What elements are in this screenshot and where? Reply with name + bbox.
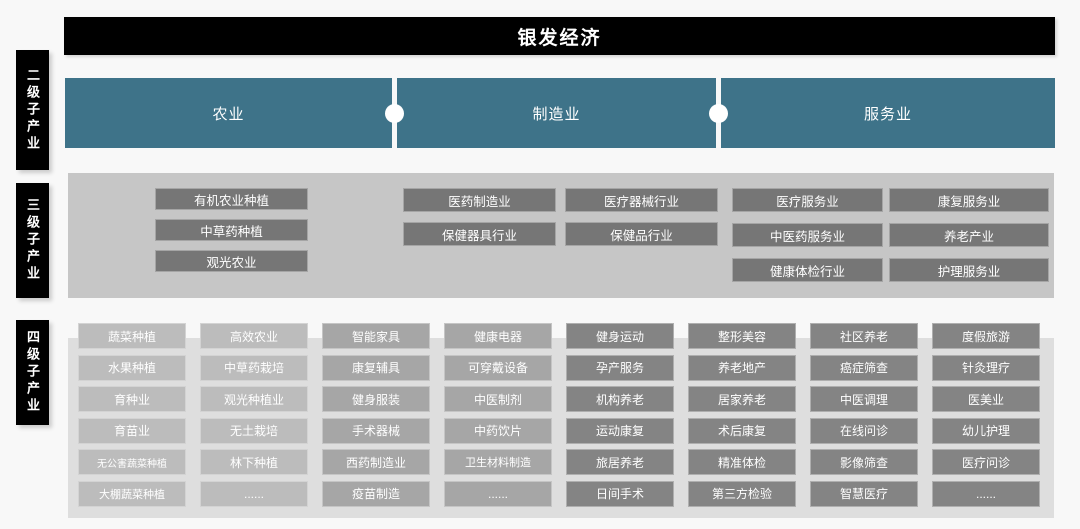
level3-industry-box: 医药制造业 [403,188,556,212]
level3-industry-box: 有机农业种植 [155,188,308,210]
level4-column-services-2: 整形美容养老地产居家养老术后康复精准体检第三方检验 [688,323,796,507]
level2-bar-label: 服务业 [863,105,912,123]
level4-industry-box: ...... [444,480,552,507]
level3-industry-box: 保健品行业 [565,222,718,246]
level4-column-manufacturing-1: 智能家具康复辅具健身服装手术器械西药制造业疫苗制造 [322,323,430,507]
level3-industry-box: 医疗器械行业 [565,188,718,212]
level4-column-agriculture-2: 高效农业中草药栽培观光种植业无土栽培林下种植...... [200,323,308,507]
level4-industry-box: 康复辅具 [322,354,430,381]
connector-dot [385,104,404,123]
level4-industry-box: 影像筛查 [810,449,918,475]
level3-industry-box: 保健器具行业 [403,222,556,246]
level2-bar-services: 服务业 [721,78,1055,148]
level3-group-agriculture: 有机农业种植中草药种植观光农业 [155,188,308,272]
tier-label-text: 三级子产业 [25,198,40,283]
level3-group-manufacturing: 医药制造业医疗器械行业保健器具行业保健品行业 [403,188,718,246]
level2-bar-agriculture: 农业 [65,78,392,148]
level4-industry-box: 观光种植业 [200,386,308,412]
tier-label-level2: 二级子产业 [16,50,49,170]
level4-industry-box: 无土栽培 [200,417,308,444]
level3-industry-box: 养老产业 [889,223,1049,247]
tier-label-text: 二级子产业 [25,67,40,153]
level4-industry-box: 智能家具 [322,323,430,349]
level4-industry-box: 蔬菜种植 [78,323,186,349]
level4-industry-box: 居家养老 [688,386,796,412]
level3-industry-box: 中医药服务业 [732,223,883,247]
level4-industry-box: ...... [200,480,308,507]
level2-bar-label: 制造业 [532,105,581,123]
level4-industry-box: 日间手术 [566,480,674,507]
level4-industry-box: 智慧医疗 [810,480,918,507]
level4-industry-box: 育种业 [78,386,186,412]
level4-column-services-1: 健身运动孕产服务机构养老运动康复旅居养老日间手术 [566,323,674,507]
level4-industry-box: 高效农业 [200,323,308,349]
level4-industry-box: 育苗业 [78,417,186,444]
level4-industry-box: 卫生材料制造 [444,449,552,475]
level4-industry-box: ...... [932,480,1040,507]
level4-industry-box: 孕产服务 [566,354,674,381]
level4-industry-box: 癌症筛查 [810,354,918,381]
level3-industry-box: 中草药种植 [155,219,308,241]
level4-industry-box: 健身运动 [566,323,674,349]
level4-industry-box: 精准体检 [688,449,796,475]
tier-label-text: 四级子产业 [25,330,40,415]
level4-industry-box: 在线问诊 [810,417,918,444]
level4-column-services-4: 度假旅游针灸理疗医美业幼儿护理医疗问诊...... [932,323,1040,507]
level4-industry-box: 养老地产 [688,354,796,381]
connector-dot [709,104,728,123]
level4-industry-box: 疫苗制造 [322,480,430,507]
level4-industry-box: 中草药栽培 [200,354,308,381]
level4-industry-box: 术后康复 [688,417,796,444]
level4-industry-box: 中药饮片 [444,417,552,444]
level2-bar-label: 农业 [212,105,245,123]
level4-industry-box: 运动康复 [566,417,674,444]
level3-industry-box: 健康体检行业 [732,258,883,282]
level4-industry-box: 可穿戴设备 [444,354,552,381]
level4-industry-box: 健身服装 [322,386,430,412]
level4-industry-box: 机构养老 [566,386,674,412]
level4-industry-box: 针灸理疗 [932,354,1040,381]
level4-column-services-3: 社区养老癌症筛查中医调理在线问诊影像筛查智慧医疗 [810,323,918,507]
level4-industry-box: 整形美容 [688,323,796,349]
level3-industry-box: 护理服务业 [889,258,1049,282]
level3-industry-box: 康复服务业 [889,188,1049,212]
level4-industry-box: 度假旅游 [932,323,1040,349]
level4-column-manufacturing-2: 健康电器可穿戴设备中医制剂中药饮片卫生材料制造...... [444,323,552,507]
level4-industry-box: 社区养老 [810,323,918,349]
diagram-title: 银发经济 [517,27,602,49]
tier-label-level3: 三级子产业 [16,183,49,298]
level4-industry-box: 中医调理 [810,386,918,412]
level4-industry-box: 幼儿护理 [932,417,1040,444]
level4-industry-box: 林下种植 [200,449,308,475]
level4-industry-box: 第三方检验 [688,480,796,507]
level4-industry-box: 医疗问诊 [932,449,1040,475]
level4-industry-box: 大棚蔬菜种植 [78,480,186,507]
diagram-title-bar: 银发经济 [64,17,1055,55]
level4-industry-box: 中医制剂 [444,386,552,412]
level3-industry-box: 观光农业 [155,250,308,272]
level2-bar-manufacturing: 制造业 [397,78,716,148]
tier-label-level4: 四级子产业 [16,320,49,425]
level3-group-services: 医疗服务业康复服务业中医药服务业养老产业健康体检行业护理服务业 [732,188,1049,282]
level4-industry-box: 医美业 [932,386,1040,412]
level4-industry-box: 水果种植 [78,354,186,381]
level4-industry-box: 无公害蔬菜种植 [78,449,186,475]
level4-industry-box: 西药制造业 [322,449,430,475]
level4-industry-box: 旅居养老 [566,449,674,475]
level4-industry-box: 健康电器 [444,323,552,349]
level3-industry-box: 医疗服务业 [732,188,883,212]
level4-column-agriculture-1: 蔬菜种植水果种植育种业育苗业无公害蔬菜种植大棚蔬菜种植 [78,323,186,507]
level4-industry-box: 手术器械 [322,417,430,444]
